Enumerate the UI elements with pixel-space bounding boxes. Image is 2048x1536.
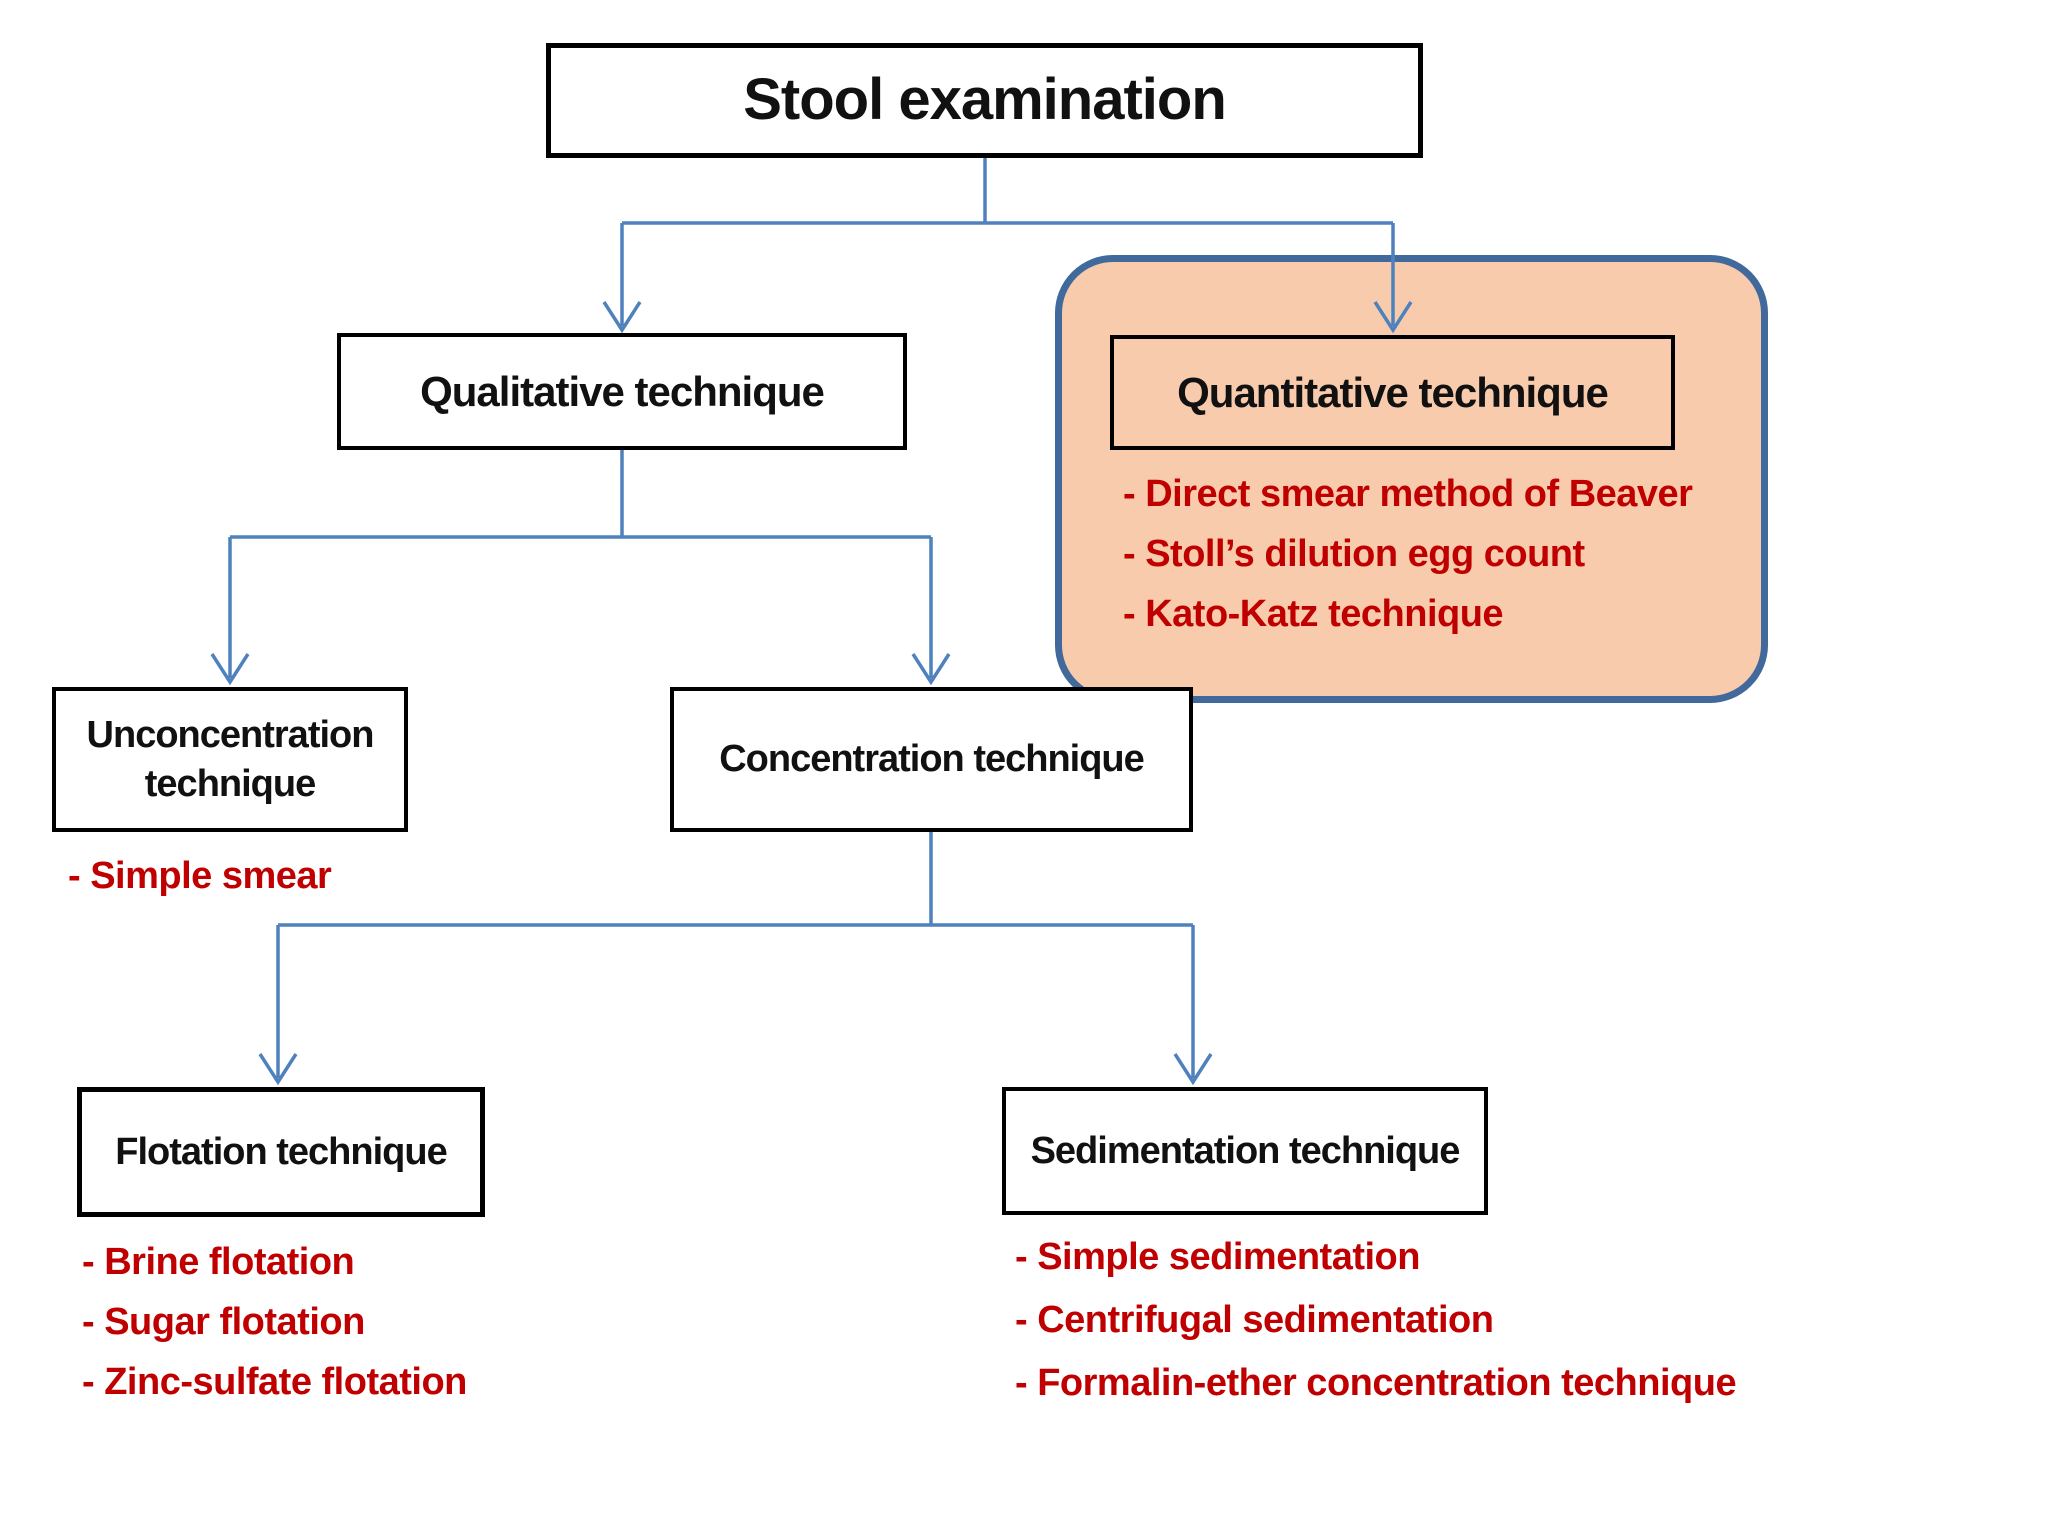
- node-label: Concentration technique: [719, 738, 1145, 781]
- node-label: Flotation technique: [115, 1130, 447, 1173]
- list-item: - Brine flotation: [82, 1241, 355, 1283]
- list-item: - Direct smear method of Beaver: [1123, 473, 1693, 515]
- node-sedimentation-technique: Sedimentation technique: [1002, 1087, 1488, 1215]
- node-label: Qualitative technique: [420, 367, 825, 415]
- node-label: Quantitative technique: [1177, 368, 1609, 416]
- list-item: - Stoll’s dilution egg count: [1123, 533, 1585, 575]
- list-item: - Sugar flotation: [82, 1301, 365, 1343]
- arrow-down-icon: [911, 653, 951, 686]
- node-unconcentration-technique: Unconcentration technique: [52, 687, 408, 832]
- unconcentration-method-list: - Simple smear: [68, 846, 332, 906]
- node-label: Sedimentation technique: [1030, 1129, 1461, 1172]
- connector: [276, 832, 1195, 1078]
- arrow-down-icon: [258, 1053, 298, 1086]
- node-concentration-technique: Concentration technique: [670, 687, 1193, 832]
- arrow-down-icon: [602, 301, 642, 334]
- arrow-down-icon: [1173, 1053, 1213, 1086]
- node-qualitative-technique: Qualitative technique: [337, 333, 907, 450]
- node-label: Stool examination: [743, 67, 1227, 133]
- node-flotation-technique: Flotation technique: [77, 1087, 485, 1217]
- flotation-method-list: - Brine flotation - Sugar flotation - Zi…: [82, 1232, 467, 1412]
- quantitative-method-list: - Direct smear method of Beaver - Stoll’…: [1123, 464, 1693, 644]
- node-stool-examination: Stool examination: [546, 43, 1423, 158]
- connector: [228, 450, 933, 678]
- sedimentation-method-list: - Simple sedimentation - Centrifugal sed…: [1015, 1226, 1737, 1415]
- arrow-down-icon: [210, 653, 250, 686]
- list-item: - Formalin-ether concentration technique: [1015, 1362, 1737, 1404]
- list-item: - Zinc-sulfate flotation: [82, 1361, 467, 1403]
- node-label: Unconcentration technique: [86, 713, 375, 805]
- list-item: - Simple smear: [68, 855, 332, 897]
- node-quantitative-technique: Quantitative technique: [1110, 335, 1675, 450]
- list-item: - Simple sedimentation: [1015, 1236, 1420, 1278]
- list-item: - Centrifugal sedimentation: [1015, 1299, 1494, 1341]
- list-item: - Kato-Katz technique: [1123, 593, 1504, 635]
